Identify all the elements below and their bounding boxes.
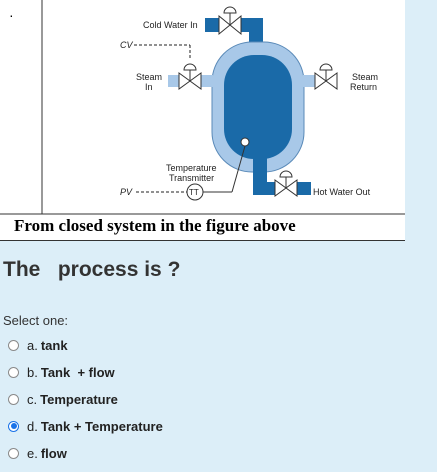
pv-label: PV: [120, 187, 133, 197]
steam-in-label-1: Steam: [136, 72, 162, 82]
hot-water-out-label: Hot Water Out: [313, 187, 371, 197]
radio-b[interactable]: [8, 366, 19, 378]
steam-return-pipe: [303, 75, 315, 87]
steam-return-valve-icon: [314, 63, 338, 90]
option-b[interactable]: b. Tank + flow: [8, 363, 115, 381]
cv-label: CV: [120, 40, 133, 50]
option-letter: c.: [27, 391, 38, 407]
radio-d[interactable]: [8, 420, 19, 432]
option-text: Tank + Temperature: [40, 418, 163, 434]
cold-water-in-label: Cold Water In: [143, 20, 198, 30]
steam-return-label-1: Steam: [352, 72, 378, 82]
cold-water-inlet-pipe: [205, 18, 219, 32]
hot-water-out-pipe: [297, 182, 311, 195]
option-text: Tank + flow: [40, 364, 115, 380]
option-text: flow: [40, 445, 67, 461]
hot-water-valve-icon: [274, 170, 298, 197]
option-e[interactable]: e. flow: [8, 444, 67, 462]
option-text: tank: [40, 337, 68, 353]
process-figure: · Cold Water In CV Steam In: [0, 0, 405, 241]
option-d[interactable]: d. Tank + Temperature: [8, 417, 163, 435]
steam-in-valve-icon: [178, 63, 202, 90]
option-letter: b.: [27, 364, 38, 380]
transmitter-label-2: Transmitter: [169, 173, 214, 183]
radio-a[interactable]: [8, 339, 19, 351]
option-letter: d.: [27, 418, 38, 434]
option-letter: e.: [27, 445, 38, 461]
tank-body: [224, 55, 292, 159]
steam-return-label-2: Return: [350, 82, 377, 92]
option-c[interactable]: c. Temperature: [8, 390, 118, 408]
transmitter-label-1: Temperature: [166, 163, 217, 173]
tt-label: TT: [189, 188, 199, 197]
steam-in-pipe: [201, 75, 213, 87]
select-one-label: Select one:: [3, 313, 69, 328]
radio-c[interactable]: [8, 393, 19, 405]
option-text: Temperature: [40, 391, 118, 407]
sensor-point: [240, 137, 250, 147]
steam-in-label-2: In: [145, 82, 153, 92]
option-a[interactable]: a. tank: [8, 336, 68, 354]
tank-diagram: · Cold Water In CV Steam In: [0, 0, 405, 215]
option-letter: a.: [27, 337, 38, 353]
question-text: The process is ?: [3, 258, 181, 281]
figure-caption: From closed system in the figure above: [14, 216, 296, 235]
cold-water-valve-icon: [218, 6, 242, 36]
radio-e[interactable]: [8, 447, 19, 459]
bullet-mark: ·: [9, 7, 14, 23]
